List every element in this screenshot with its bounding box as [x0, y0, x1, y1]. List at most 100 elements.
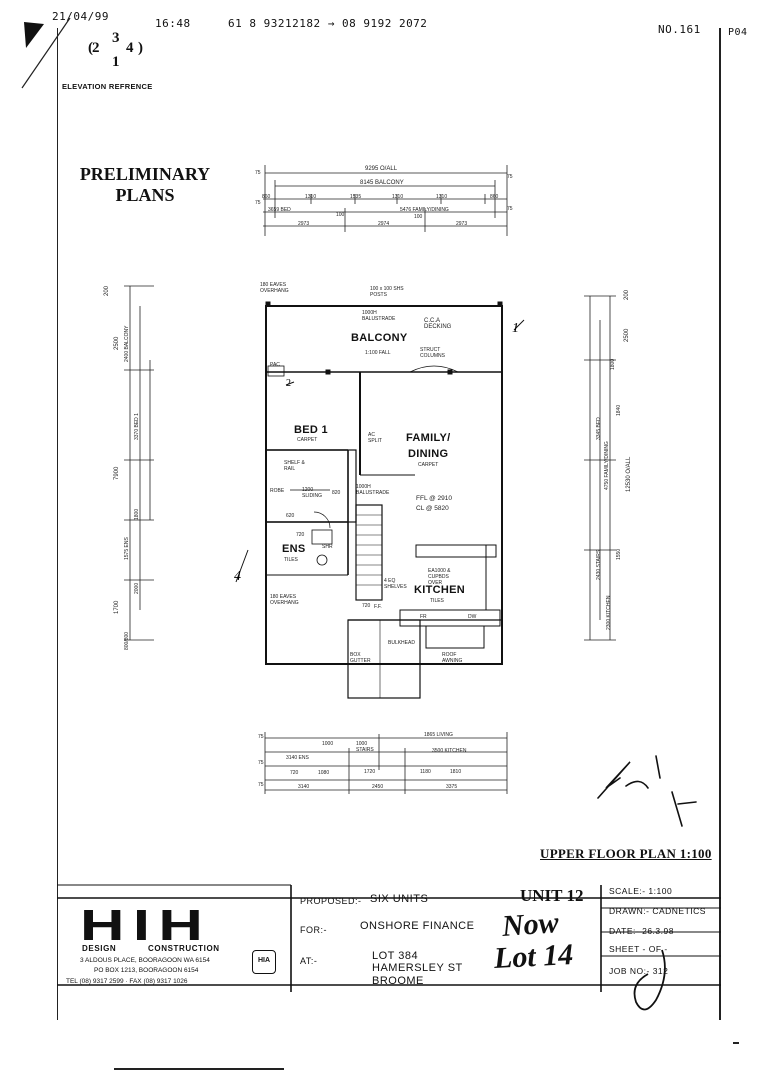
elevation-number: 4: [126, 40, 134, 56]
dim-segment: 860: [262, 194, 271, 200]
elevation-label: ELEVATION REFRENCE: [62, 82, 153, 91]
scan-artifact-line: [114, 1068, 284, 1070]
elevation-number: 2: [92, 40, 100, 56]
left-dim: 2000: [134, 582, 140, 594]
right-dim: 12530 O/ALL: [626, 456, 632, 492]
preliminary-plans-stamp: PRELIMINARY PLANS: [70, 164, 220, 206]
company-phone: TEL (08) 9317 2599 · FAX (08) 9317 1026: [66, 978, 188, 985]
bottom-dim: 3140: [298, 784, 310, 790]
note-fridge: FR: [420, 614, 427, 620]
note-dimension: 820: [332, 490, 341, 496]
dim-bottom: 2974: [378, 221, 390, 227]
dim-overall: 9295 O/ALL: [365, 166, 398, 172]
left-dim: 1575 ENS: [124, 537, 130, 560]
note-balcony-fall: 1:100 FALL: [365, 350, 391, 356]
job-number-field: JOB NO:- 312: [609, 966, 669, 976]
floor-plan-drawing: 4 1 2: [234, 301, 525, 699]
note-ff: F.F.: [374, 604, 382, 610]
scale-field: SCALE:- 1:100: [609, 886, 673, 896]
at-label: AT:-: [300, 956, 318, 966]
note-bulkhead: BULKHEAD: [388, 640, 415, 646]
note-robe: ROBE: [270, 488, 285, 494]
right-dim: 2500: [624, 328, 630, 342]
company-tag-design: DESIGN: [82, 944, 117, 953]
company-address-1: 3 ALDOUS PLACE, BOORAGOON WA 6154: [80, 957, 210, 964]
note-box-gutter: BOX GUTTER: [350, 652, 371, 664]
bottom-dim: 2450: [372, 784, 384, 790]
left-dimension-lines: [124, 285, 154, 641]
company-logo: HIH: [80, 901, 212, 950]
handwritten-lot: Lot 14: [493, 937, 574, 976]
left-dim: 3370 BED 1: [134, 413, 140, 440]
bottom-dim: 3140 ENS: [286, 755, 309, 761]
elevation-reference: 2 3 4 1 ( ): [88, 30, 143, 70]
bottom-dim: 3375: [446, 784, 458, 790]
dim-segment: 1310: [392, 194, 404, 200]
right-dim: 3345 BED: [596, 417, 602, 440]
bottom-dim: 1000 STAIRS: [356, 741, 374, 753]
right-dim: 2430 STAIRS: [596, 549, 602, 580]
fax-phones: 61 8 93212182 → 08 9192 2072: [228, 17, 428, 30]
note-ac-split: AC SPLIT: [368, 432, 382, 444]
note-balustrade-top: 1000H BALUSTRADE: [362, 310, 396, 322]
proposed-label: PROPOSED:-: [300, 896, 362, 906]
note-dishwasher: DW: [468, 614, 477, 620]
left-dim: 2400 BALCONY: [124, 325, 130, 362]
right-dim: 200: [624, 289, 630, 300]
for-label: FOR:-: [300, 925, 327, 935]
plan-title: UPPER FLOOR PLAN 1:100: [540, 846, 712, 861]
corner-mark-icon: [21, 17, 71, 89]
dim-segment: 1310: [305, 194, 317, 200]
bottom-dimension-lines: [264, 732, 508, 794]
dim-wall: 100: [414, 214, 423, 220]
right-dimension-lines: [584, 295, 616, 641]
dim-segment: 1535: [350, 194, 362, 200]
bottom-dim: 1810: [450, 769, 462, 775]
room-finish-kitchen: TILES: [430, 598, 444, 604]
drawing-sheet-border: [57, 28, 721, 1020]
handwritten-loop-icon: [633, 949, 666, 1011]
note-dimension: 620: [286, 513, 295, 519]
dim-balcony: 8145 BALCONY: [360, 180, 404, 186]
address-lot: LOT 384: [372, 950, 419, 962]
address-town: BROOME: [372, 975, 424, 987]
note-eaves-bottom: 180 EAVES OVERHANG: [270, 594, 299, 606]
bottom-dim: 1865 LIVING: [424, 732, 453, 738]
for-value: ONSHORE FINANCE: [360, 920, 475, 932]
title-block-frame: [57, 884, 721, 992]
left-dim: 2500: [114, 336, 120, 350]
bottom-dim: 720: [290, 770, 299, 776]
left-dim: 200: [104, 285, 110, 296]
room-label-kitchen: KITCHEN: [414, 584, 465, 596]
room-label-balcony: BALCONY: [351, 332, 408, 344]
left-dim: 1800: [134, 508, 140, 520]
unit-number: UNIT 12: [520, 886, 584, 905]
stamp-line-1: PRELIMINARY: [79, 164, 211, 184]
note-shelves: 4 EQ SHELVES: [384, 578, 407, 590]
elevation-number: 1: [112, 54, 120, 70]
note-struct-columns: STRUCT COLUMNS: [420, 347, 446, 359]
bottom-dim: 1720: [364, 769, 376, 775]
note-posts: 100 x 100 SHS POSTS: [370, 286, 404, 298]
dim-bottom: 2973: [298, 221, 310, 227]
dim-wall: 100: [336, 212, 345, 218]
note-dimension: 720: [296, 532, 305, 538]
svg-text:1: 1: [512, 321, 519, 336]
dim-family-width: 5476 FAMILY/DINING: [400, 207, 449, 213]
room-label-family: FAMILY/: [406, 432, 451, 444]
fax-date: 21/04/99: [52, 10, 109, 23]
bottom-dim: 1180: [420, 769, 431, 775]
note-balustrade-mid: 1000H BALUSTRADE: [356, 484, 390, 496]
note-sliding: 1200 SLIDING: [302, 487, 323, 499]
note-eaves-top: 180 EAVES OVERHANG: [260, 282, 289, 294]
dim-segment: 860: [490, 194, 499, 200]
right-dim: 4750 FAMILY/DINING: [604, 441, 610, 490]
elevation-number: 3: [112, 30, 120, 46]
dim-segment: 1310: [436, 194, 448, 200]
note-shower: SHR: [322, 544, 333, 550]
right-dim: 2300 KITCHEN: [606, 595, 612, 630]
bottom-dim: 1080: [318, 770, 330, 776]
stamp-line-2: PLANS: [115, 185, 175, 205]
date-field: DATE:- 26.3.98: [609, 926, 674, 936]
room-label-ens: ENS: [282, 543, 306, 555]
